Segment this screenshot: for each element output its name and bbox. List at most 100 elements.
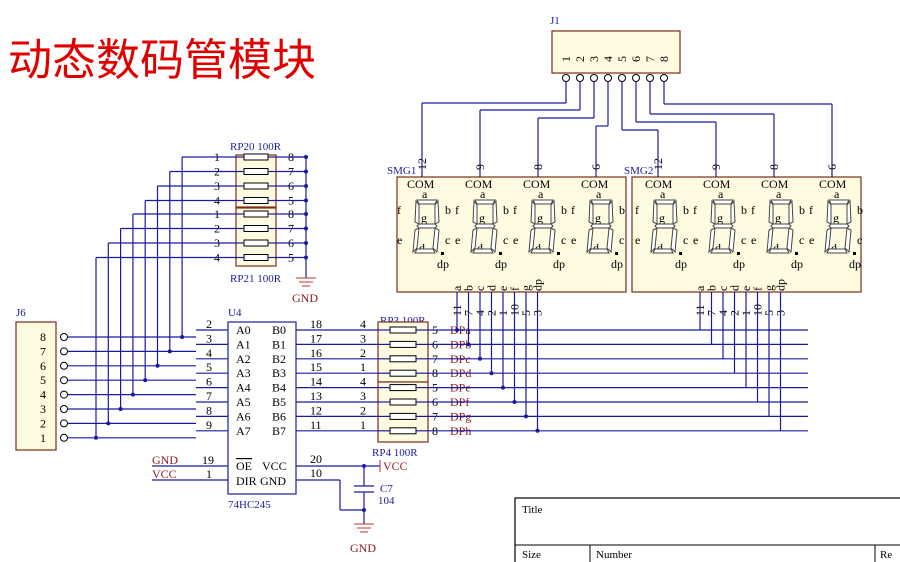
- u4-a-name: A5: [236, 395, 251, 409]
- seg-e-label: e: [635, 233, 640, 247]
- seg-a-label: a: [834, 187, 840, 201]
- rp4-body: [377, 381, 429, 443]
- u4-b-name: B7: [272, 424, 286, 438]
- u4-pin19: 19: [202, 453, 214, 467]
- seg-f-label: f: [635, 203, 639, 217]
- u4-b-name: B3: [272, 366, 286, 380]
- title-block: Title Size Number Re: [514, 497, 900, 562]
- seg-a-label: a: [480, 187, 486, 201]
- j6-pin-label: 2: [40, 416, 46, 430]
- u4-b-pin-num: 17: [310, 331, 322, 345]
- rp-left-pin: 1: [360, 360, 366, 374]
- seg-f-label: f: [693, 203, 697, 217]
- seg-a-label: a: [718, 187, 724, 201]
- u4-b-pin-num: 14: [310, 375, 322, 389]
- seg-b-label: b: [561, 203, 567, 217]
- seg-dp-label: dp: [849, 257, 861, 271]
- u4-b-name: B2: [272, 352, 286, 366]
- rp-left-pin: 1: [360, 418, 366, 432]
- title-label: Title: [522, 504, 543, 516]
- resistor: [389, 340, 417, 348]
- seg-g-label: g: [421, 211, 427, 225]
- gnd-net-left: GND: [152, 453, 178, 467]
- rp20-ref: RP20 100R: [230, 141, 282, 153]
- c7-value: 104: [378, 495, 395, 507]
- com-label: COM: [703, 177, 731, 191]
- seg-e-label: e: [455, 233, 460, 247]
- seg-b-label: b: [619, 203, 625, 217]
- j6-pin-label: 8: [40, 330, 46, 344]
- j6-pin-circle: [60, 419, 68, 428]
- u4-gnd: GND: [260, 474, 286, 488]
- smg1-seg-letter: c: [473, 286, 487, 291]
- j6-pin-circle: [60, 376, 68, 385]
- seg-e-label: e: [693, 233, 698, 247]
- u4-a-name: A3: [236, 366, 251, 380]
- rp-left-pin: 4: [360, 317, 366, 331]
- seg-g-label: g: [659, 211, 665, 225]
- smg2-seg-letter: b: [705, 285, 719, 291]
- seg-e-label: e: [571, 233, 576, 247]
- u4-b-pin-num: 13: [310, 389, 322, 403]
- u4-pin20: 20: [310, 452, 322, 466]
- seg-c-label: c: [683, 233, 688, 247]
- seg-e-label: e: [397, 233, 402, 247]
- smg2-seg-letter: e: [739, 286, 753, 291]
- seg-d-label: d: [715, 241, 721, 255]
- seg-c-label: c: [857, 233, 862, 247]
- u4-b-pin-num: 11: [310, 418, 322, 432]
- u4-b-name: B0: [272, 323, 286, 337]
- seg-d-label: d: [657, 241, 663, 255]
- j1-pin-circle: [632, 74, 640, 82]
- com-label: COM: [407, 177, 435, 191]
- j1-pin-label: 6: [629, 56, 643, 62]
- gnd-label-rp: GND: [292, 291, 318, 305]
- j1-pin-circle: [660, 74, 668, 82]
- seg-g-label: g: [595, 211, 601, 225]
- seg-g-label: g: [717, 211, 723, 225]
- seg-g-label: g: [775, 211, 781, 225]
- u4-a-name: A0: [236, 323, 251, 337]
- u4-a-pin-num: 4: [206, 346, 212, 360]
- com-label: COM: [523, 177, 551, 191]
- j1-pin-label: 3: [587, 56, 601, 62]
- u4-a-name: A7: [236, 424, 251, 438]
- j1-pin-label: 1: [559, 56, 573, 62]
- seg-a-label: a: [596, 187, 602, 201]
- rp4-ref: RP4 100R: [372, 447, 418, 459]
- u4-pin10: 10: [310, 466, 322, 480]
- seg-f-label: f: [751, 203, 755, 217]
- smg1-seg-letter: dp: [531, 279, 545, 291]
- resistor: [243, 210, 269, 218]
- smg2-seg-letter: dp: [774, 279, 788, 291]
- u4-a-name: A4: [236, 381, 251, 395]
- resistor: [389, 326, 417, 334]
- u4-a-pin-num: 3: [206, 331, 212, 345]
- u4-b-pin-num: 15: [310, 360, 322, 374]
- j6-pin-circle: [60, 390, 68, 399]
- rp-left-pin: 2: [360, 403, 366, 417]
- resistor: [243, 254, 269, 261]
- seg-c-label: c: [561, 233, 566, 247]
- resistor: [389, 384, 417, 392]
- j6-pin-label: 7: [40, 344, 46, 358]
- gnd-symbol-rp: GND: [290, 155, 318, 305]
- u4-part: 74HC245: [228, 499, 271, 511]
- resistor: [243, 168, 269, 175]
- u4-b-pin-num: 18: [310, 317, 322, 331]
- j1-pin-circle: [646, 74, 654, 82]
- seg-a-label: a: [422, 187, 428, 201]
- seg-dp-label: dp: [553, 257, 565, 271]
- u4-b-pin-num: 12: [310, 403, 322, 417]
- resistor: [243, 197, 269, 204]
- seg-b-label: b: [683, 203, 689, 217]
- seg-dp-label: dp: [791, 257, 803, 271]
- rp-left-pin: 3: [360, 331, 366, 345]
